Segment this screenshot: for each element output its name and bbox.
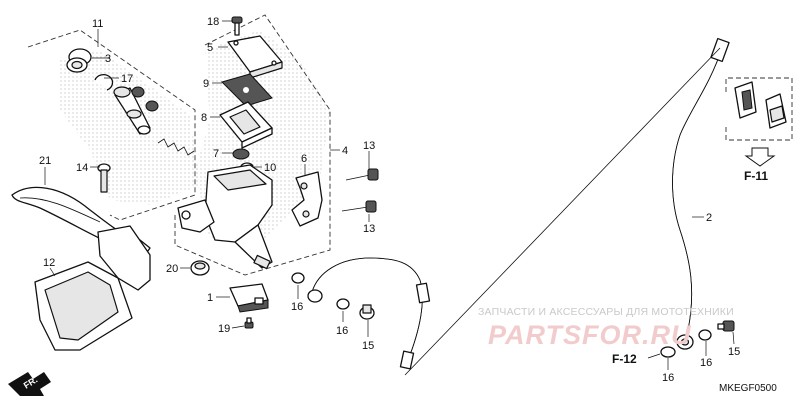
- master-cylinder-body: [177, 164, 273, 270]
- oil-bolt-a: [359, 304, 375, 320]
- routing-line: [404, 47, 721, 376]
- hose-clamp-inset: [725, 77, 793, 141]
- assembly-outline-4: [174, 14, 331, 276]
- pivot-boot: [190, 260, 210, 276]
- callout-15-left: 15: [362, 340, 374, 352]
- diaphragm: [219, 101, 273, 149]
- circlip: [94, 74, 114, 91]
- callout-20: 20: [166, 263, 178, 275]
- callout-14: 14: [76, 162, 88, 174]
- callout-18: 18: [207, 16, 219, 28]
- callout-12: 12: [43, 257, 55, 269]
- watermark-logo: PARTSFOR.RU: [488, 320, 692, 350]
- callout-15-right: 15: [728, 346, 740, 358]
- callout-21: 21: [39, 155, 51, 167]
- callout-16-right-a: 16: [662, 372, 674, 384]
- watermark-caption: ЗАПЧАСТИ И АКСЕССУАРЫ ДЛЯ МОТОТЕХНИКИ: [478, 306, 734, 318]
- callout-2: 2: [706, 212, 712, 224]
- callout-7: 7: [213, 148, 219, 160]
- float: [232, 148, 250, 160]
- holder-bolt-upper: [345, 168, 379, 181]
- callout-13-lower: 13: [363, 223, 375, 235]
- brake-light-switch: [229, 283, 269, 313]
- piston-spring: [157, 138, 195, 156]
- sealing-washer-c: [660, 346, 676, 358]
- callout-16-mid: 16: [336, 325, 348, 337]
- callout-17: 17: [121, 73, 133, 85]
- holder-bolt-lower: [341, 200, 377, 213]
- brake-hose-upper: [307, 257, 431, 370]
- sealing-washer-a: [291, 272, 305, 284]
- master-piston: [113, 86, 151, 135]
- callout-3: 3: [105, 53, 111, 65]
- oil-bolt-b: [717, 320, 735, 332]
- switch-screw: [244, 317, 254, 329]
- master-cylinder-holder: [291, 171, 323, 227]
- callout-13-upper: 13: [363, 140, 375, 152]
- callout-5: 5: [207, 42, 213, 54]
- piston-assembly-shading: [60, 50, 200, 205]
- secondary-cup: [131, 86, 145, 98]
- cover-screw: [231, 16, 243, 36]
- callout-1: 1: [207, 292, 213, 304]
- brake-hose-long: [672, 37, 730, 350]
- lever-guard: [34, 225, 151, 351]
- callout-10: 10: [264, 162, 276, 174]
- piston-cup: [66, 48, 92, 73]
- callout-9: 9: [203, 78, 209, 90]
- ref-f11: F-11: [744, 169, 768, 183]
- callout-16-left: 16: [291, 301, 303, 313]
- reservoir-cap: [227, 35, 283, 79]
- callout-8: 8: [201, 112, 207, 124]
- diagram-code: MKEGF0500: [719, 383, 777, 394]
- sealing-washer-d: [698, 329, 712, 341]
- callout-6: 6: [301, 153, 307, 165]
- front-direction-arrow: FR.: [8, 372, 51, 396]
- callout-16-right-b: 16: [700, 357, 712, 369]
- f11-arrow: [744, 147, 776, 167]
- lever-pivot-bolt: [97, 163, 111, 193]
- sealing-washer-b: [336, 298, 350, 310]
- primary-cup: [145, 100, 159, 112]
- callout-19: 19: [218, 323, 230, 335]
- assembly-outline-11: [27, 29, 196, 221]
- ref-f12: F-12: [612, 352, 637, 366]
- diaphragm-plate: [221, 73, 273, 107]
- callout-4: 4: [342, 145, 348, 157]
- callout-11: 11: [92, 18, 103, 30]
- leader-lines: [44, 20, 735, 370]
